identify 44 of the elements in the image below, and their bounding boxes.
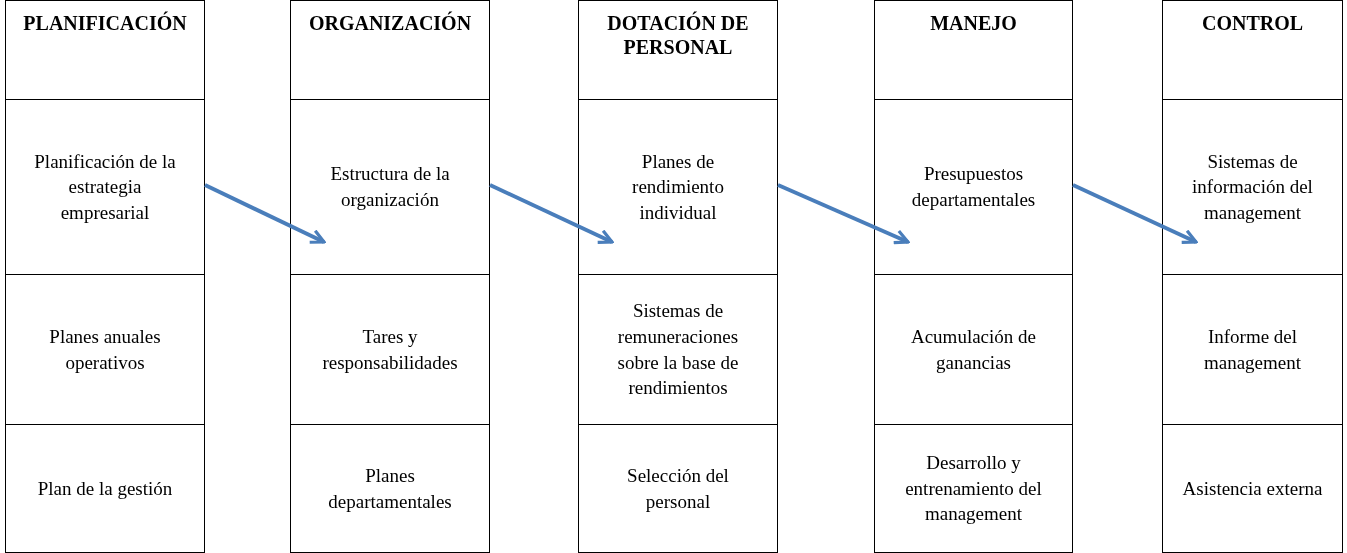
- cell-text: Acumulación de ganancias: [909, 324, 1037, 375]
- arrow: [489, 183, 614, 244]
- column-header-cell: [874, 0, 1073, 100]
- column-heading: CONTROL: [1201, 11, 1304, 35]
- table-cell: [874, 274, 1073, 425]
- table-cell: [290, 99, 490, 275]
- column-header-cell: [5, 0, 205, 100]
- table-cell: [578, 424, 778, 553]
- cell-text: Tares y responsabilidades: [321, 324, 459, 375]
- column-heading: DOTACIÓN DE PERSONAL: [606, 11, 750, 59]
- arrow: [1072, 183, 1198, 244]
- table-cell: [290, 424, 490, 553]
- cell-text: Sistemas de información del management: [1191, 149, 1314, 225]
- cell-text: Plan de la gestión: [37, 476, 173, 501]
- table-cell: [1162, 274, 1343, 425]
- cell-text: Planificación de la estrategia empresarial: [33, 149, 177, 225]
- column-header-cell: [1162, 0, 1343, 100]
- table-cell: [5, 424, 205, 553]
- table-cell: [874, 424, 1073, 553]
- cell-text: Desarrollo y entrenamiento del management: [904, 451, 1043, 527]
- arrow: [777, 183, 910, 245]
- table-cell: [578, 99, 778, 275]
- cell-text: Planes departamentales: [327, 463, 453, 514]
- cell-text: Presupuestos departamentales: [910, 162, 1037, 212]
- cell-text: Sistemas de remuneraciones sobre la base de rendimientos: [616, 299, 740, 401]
- column-heading: PLANIFICACIÓN: [23, 11, 187, 35]
- arrow: [204, 183, 326, 244]
- column-heading: ORGANIZACIÓN: [308, 11, 472, 35]
- table-cell: [5, 274, 205, 425]
- cell-text: Selección del personal: [626, 463, 730, 514]
- column-header-cell: [290, 0, 490, 100]
- table-cell: [578, 274, 778, 425]
- cell-text: Planes de rendimiento individual: [631, 149, 725, 225]
- cell-text: Estructura de la organización: [329, 162, 451, 212]
- table-cell: [5, 99, 205, 275]
- column-header-cell: [578, 0, 778, 100]
- cell-text: Asistencia externa: [1182, 476, 1323, 501]
- table-cell: [1162, 424, 1343, 553]
- table-cell: [874, 99, 1073, 275]
- table-cell: [1162, 99, 1343, 275]
- cell-text: Informe del management: [1202, 324, 1303, 375]
- table-cell: [290, 274, 490, 425]
- cell-text: Planes anuales operativos: [48, 324, 162, 375]
- column-heading: MANEJO: [930, 11, 1017, 35]
